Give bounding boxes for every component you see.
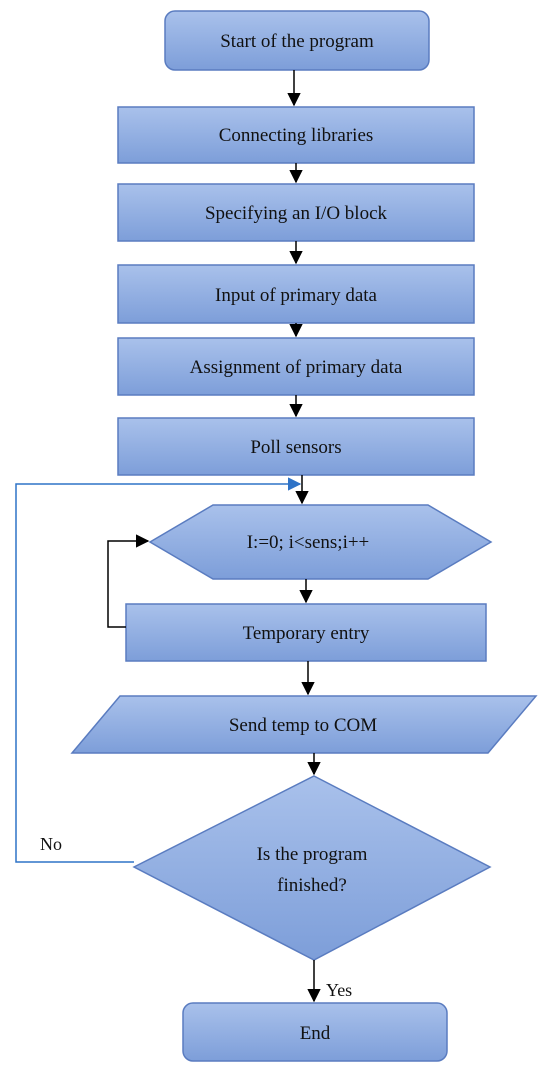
end-label: End <box>300 1023 331 1044</box>
send-label: Send temp to COM <box>229 715 377 736</box>
input-label: Input of primary data <box>215 285 378 306</box>
assign-node: Assignment of primary data <box>117 337 475 396</box>
temp-entry-label: Temporary entry <box>243 623 370 644</box>
poll-label: Poll sensors <box>250 437 341 458</box>
assign-label: Assignment of primary data <box>190 357 403 378</box>
libraries-label: Connecting libraries <box>219 125 374 146</box>
yes-label: Yes <box>326 980 352 1000</box>
arrow-decision-no-loop <box>15 477 302 863</box>
start-label: Start of the program <box>220 31 374 52</box>
loop-node: I:=0; i<sens;i++ <box>148 504 493 580</box>
loop-label: I:=0; i<sens;i++ <box>247 532 370 553</box>
libraries-node: Connecting libraries <box>117 106 475 164</box>
arrow-temp-loop-back <box>107 534 150 628</box>
input-node: Input of primary data <box>117 264 475 324</box>
io-block-label: Specifying an I/O block <box>205 203 388 224</box>
decision-label-line2: finished? <box>277 875 347 896</box>
no-label: No <box>40 834 62 854</box>
start-node: Start of the program <box>164 10 430 71</box>
send-node: Send temp to COM <box>70 695 538 754</box>
temp-entry-node: Temporary entry <box>125 603 487 662</box>
io-block-node: Specifying an I/O block <box>117 183 475 242</box>
decision-label-line1: Is the program <box>257 844 368 865</box>
poll-node: Poll sensors <box>117 417 475 476</box>
decision-node: Is the program finished? <box>132 775 492 961</box>
end-node: End <box>182 1002 448 1062</box>
